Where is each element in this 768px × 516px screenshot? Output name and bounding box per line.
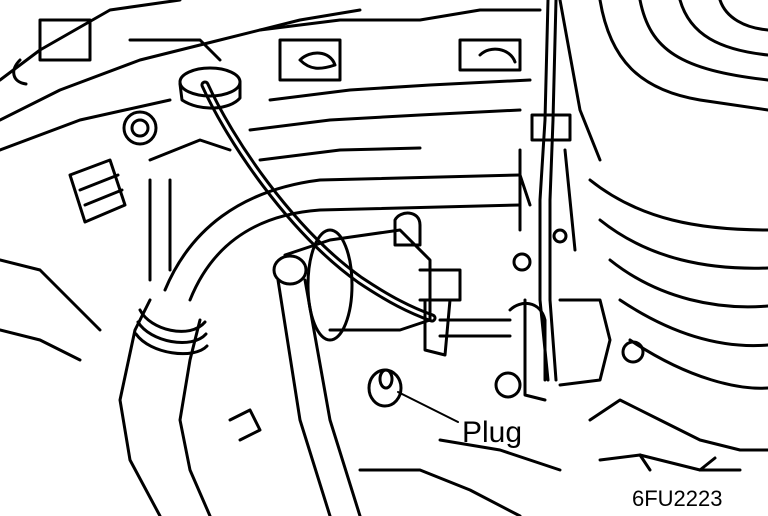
plug-label: Plug: [462, 416, 523, 449]
throttle-linkage: [494, 298, 768, 472]
lower-housing: [0, 258, 562, 516]
hose-clamp-left: [68, 158, 127, 224]
figure-code: 6FU2223: [632, 486, 723, 511]
engine-block-upper-left: [0, 0, 362, 282]
intake-runners: [248, 8, 542, 162]
lower-left-hose: [118, 298, 212, 516]
plug-leader-line: [397, 391, 459, 423]
plug-part: [367, 368, 403, 408]
coolant-hose: [163, 173, 532, 302]
actuator-assembly: [272, 211, 512, 516]
ribbed-housing-right: [558, 0, 768, 390]
throttle-cable: [512, 0, 577, 382]
